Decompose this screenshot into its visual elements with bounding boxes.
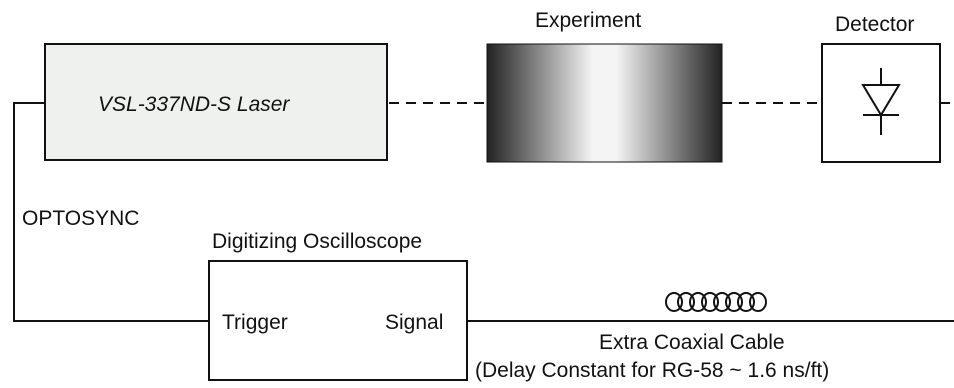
optosync-label: OPTOSYNC xyxy=(22,207,140,230)
signal-label: Signal xyxy=(385,311,444,334)
trigger-wire xyxy=(13,102,209,322)
cable-note: (Delay Constant for RG-58 ~ 1.6 ns/ft) xyxy=(475,359,830,382)
laser-box xyxy=(44,43,388,161)
detector-box xyxy=(821,43,941,163)
experiment-label: Experiment xyxy=(535,9,642,32)
laser-label: VSL-337ND-S Laser xyxy=(98,93,290,116)
detector-label: Detector xyxy=(835,13,915,36)
trigger-label: Trigger xyxy=(222,311,288,334)
coil-icon xyxy=(665,292,767,312)
cable-label: Extra Coaxial Cable xyxy=(599,331,785,354)
experiment-block xyxy=(486,43,723,163)
diode-icon xyxy=(861,68,901,135)
oscilloscope-title: Digitizing Oscilloscope xyxy=(212,230,423,253)
